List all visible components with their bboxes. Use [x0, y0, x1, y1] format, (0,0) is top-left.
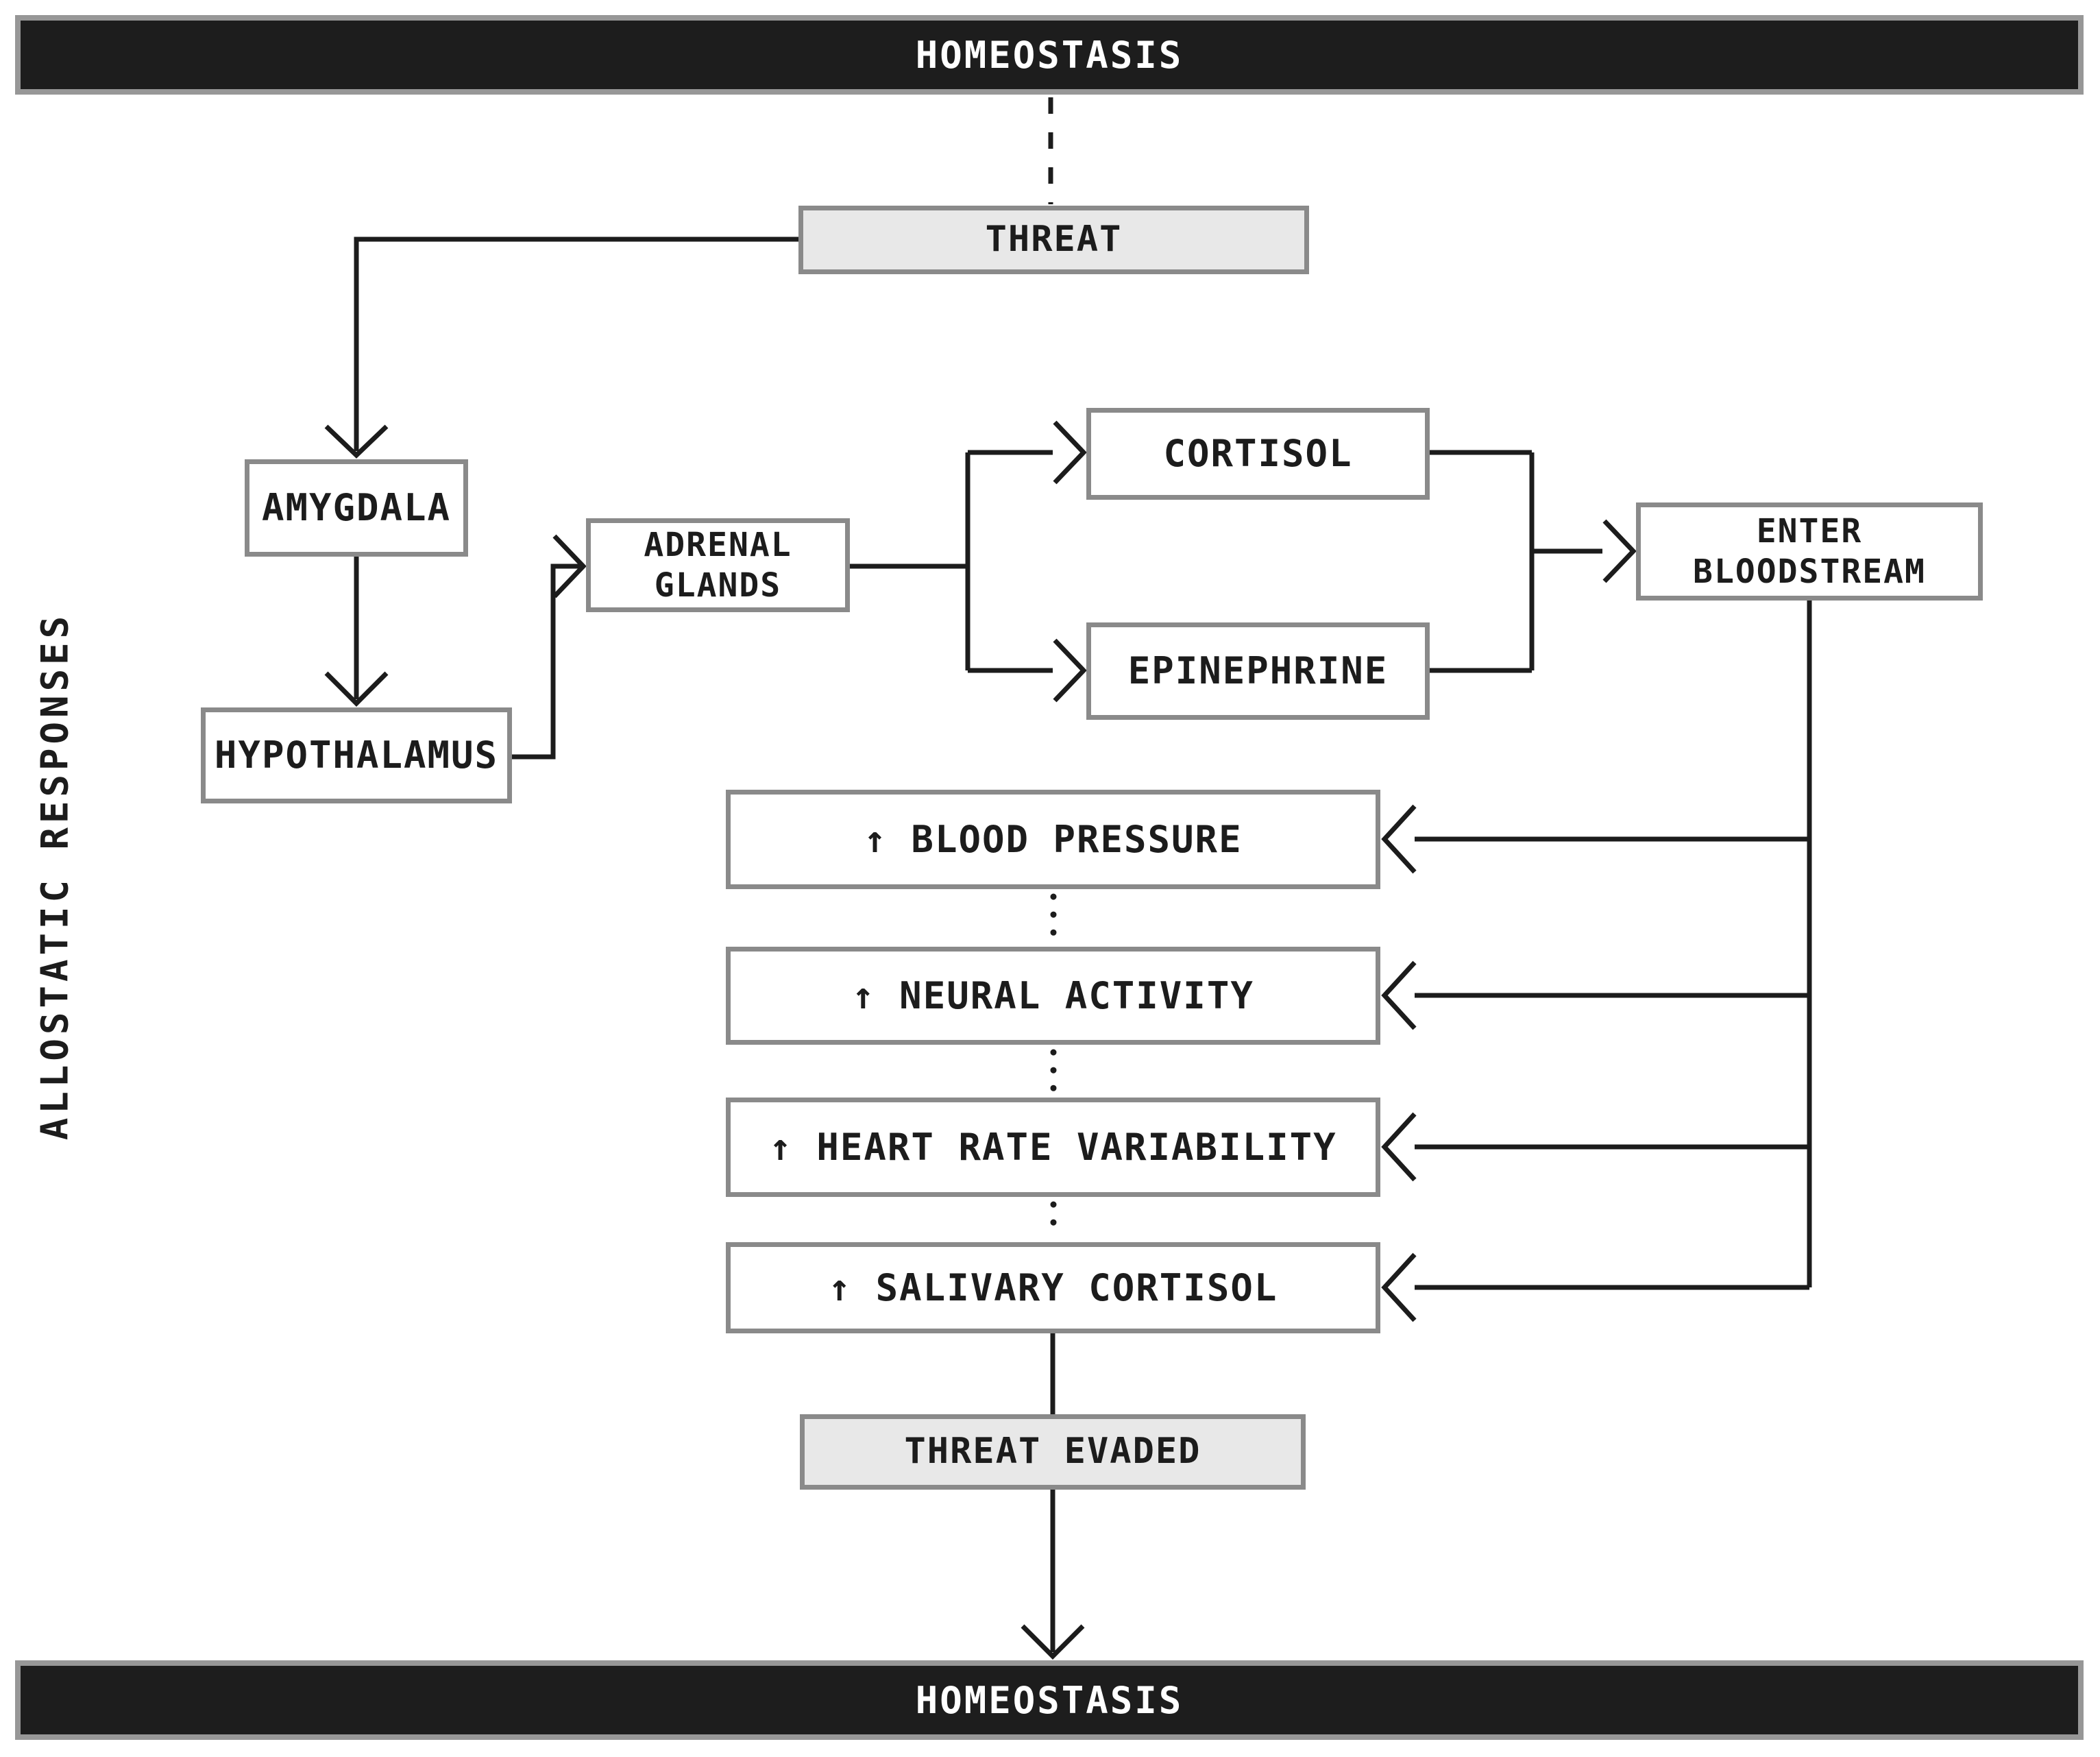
arrowhead-right-epinephrine-icon	[1053, 638, 1087, 703]
allostatic-responses-label: ALLOSTATIC RESPONSES	[33, 611, 77, 1141]
node-salivary-cortisol: ↑ SALIVARY CORTISOL	[726, 1242, 1380, 1333]
node-blood-pressure: ↑ BLOOD PRESSURE	[726, 790, 1380, 889]
node-hypothalamus: HYPOTHALAMUS	[201, 707, 512, 803]
line-hormones-to-bloodstream	[1430, 450, 1602, 673]
node-neural-activity: ↑ NEURAL ACTIVITY	[726, 947, 1380, 1045]
node-heart-rate-variability: ↑ HEART RATE VARIABILITY	[726, 1098, 1380, 1197]
top-homeostasis-bar: HOMEOSTASIS	[15, 15, 2084, 95]
node-threat-evaded: THREAT EVADED	[800, 1414, 1306, 1490]
line-hypothalamus-to-adrenal	[512, 564, 580, 760]
arrowhead-right-adrenal-icon	[552, 534, 587, 598]
arrowhead-left-salivary-cortisol-icon	[1381, 1252, 1417, 1322]
arrowhead-right-bloodstream-icon	[1602, 519, 1637, 583]
arrowhead-down-hypothalamus-icon	[324, 671, 389, 707]
arrowhead-left-blood-pressure-icon	[1381, 804, 1417, 874]
node-threat: THREAT	[798, 206, 1309, 274]
line-threat-to-amygdala	[354, 237, 798, 451]
arrowhead-left-heart-rate-variability-icon	[1381, 1112, 1417, 1182]
arrowhead-down-amygdala-icon	[324, 424, 389, 459]
arrowhead-right-cortisol-icon	[1053, 420, 1087, 485]
node-adrenal-glands: ADRENAL GLANDS	[586, 518, 850, 612]
node-cortisol: CORTISOL	[1086, 408, 1430, 500]
node-amygdala: AMYGDALA	[245, 459, 468, 557]
node-enter-bloodstream: ENTER BLOODSTREAM	[1636, 502, 1983, 601]
arrowhead-left-neural-activity-icon	[1381, 960, 1417, 1030]
node-epinephrine: EPINEPHRINE	[1086, 622, 1430, 720]
bottom-homeostasis-bar: HOMEOSTASIS	[15, 1660, 2084, 1740]
line-adrenal-to-branch	[850, 450, 1053, 673]
arrowhead-down-homeostasis-icon	[1021, 1624, 1085, 1660]
